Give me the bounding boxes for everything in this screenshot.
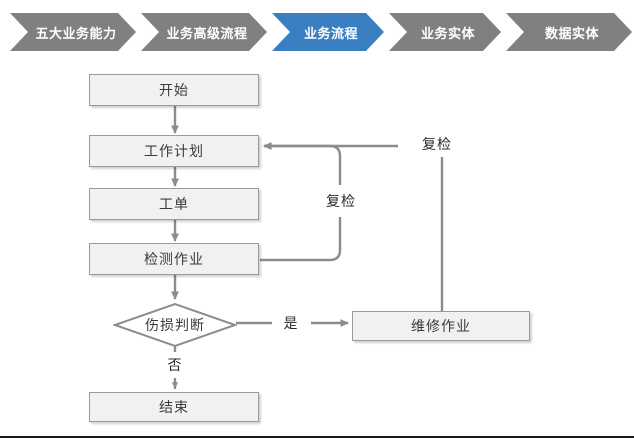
edge-label-no: 否 xyxy=(158,352,192,378)
edge-label-recheck-outer: 复检 xyxy=(408,131,466,157)
breadcrumb-item-2-active[interactable]: 业务流程 xyxy=(290,13,372,51)
node-end-label: 结束 xyxy=(159,399,189,415)
breadcrumb-item-1[interactable]: 业务高级流程 xyxy=(159,13,255,51)
node-start-label: 开始 xyxy=(159,82,189,98)
breadcrumb-chevron-4[interactable] xyxy=(506,13,632,51)
node-work-plan-label: 工作计划 xyxy=(144,143,204,159)
breadcrumb-label-2: 业务流程 xyxy=(303,25,358,41)
edge-label-yes: 是 xyxy=(274,310,308,336)
node-decision-shape[interactable] xyxy=(113,301,237,349)
breadcrumb-chevron-0[interactable] xyxy=(10,13,136,51)
breadcrumb-chevrons xyxy=(10,13,632,51)
node-start[interactable]: 开始 xyxy=(89,74,259,106)
edge-label-recheck-outer-text: 复检 xyxy=(422,136,452,152)
breadcrumb-label-3: 业务实体 xyxy=(420,25,475,41)
breadcrumb-label-1: 业务高级流程 xyxy=(166,25,248,41)
breadcrumb-label-0: 五大业务能力 xyxy=(35,25,117,41)
breadcrumb: 五大业务能力 业务高级流程 业务流程 业务实体 数据实体 xyxy=(0,13,634,51)
breadcrumb-label-4: 数据实体 xyxy=(544,25,599,41)
edge-label-yes-text: 是 xyxy=(283,315,299,331)
edge-recheck-inner-lower xyxy=(260,217,342,262)
page-bottom-rule xyxy=(0,436,634,438)
breadcrumb-chevron-1[interactable] xyxy=(141,13,267,51)
flowchart: 开始 工作计划 工单 检测作业 伤损判断 维修作业 结束 复检 复检 xyxy=(0,55,634,439)
edge-label-recheck-inner-text: 复检 xyxy=(326,193,356,209)
node-work-order[interactable]: 工单 xyxy=(89,188,259,220)
node-inspection[interactable]: 检测作业 xyxy=(89,243,259,275)
node-end[interactable]: 结束 xyxy=(89,392,259,422)
node-work-plan[interactable]: 工作计划 xyxy=(89,135,259,167)
breadcrumb-item-0[interactable]: 五大业务能力 xyxy=(28,13,124,51)
edge-label-recheck-inner: 复检 xyxy=(312,188,370,214)
node-decision[interactable]: 伤损判断 xyxy=(113,301,237,349)
node-decision-label: 伤损判断 xyxy=(145,317,205,333)
node-inspection-label: 检测作业 xyxy=(144,251,204,267)
breadcrumb-chevron-2[interactable] xyxy=(272,13,384,51)
edge-recheck-inner-upper xyxy=(263,142,342,185)
node-repair-label: 维修作业 xyxy=(411,318,471,334)
node-work-order-label: 工单 xyxy=(159,196,189,212)
breadcrumb-chevron-3[interactable] xyxy=(389,13,501,51)
node-repair[interactable]: 维修作业 xyxy=(352,311,530,341)
breadcrumb-item-4[interactable]: 数据实体 xyxy=(524,13,620,51)
edge-label-no-text: 否 xyxy=(167,357,183,373)
breadcrumb-item-3[interactable]: 业务实体 xyxy=(407,13,489,51)
